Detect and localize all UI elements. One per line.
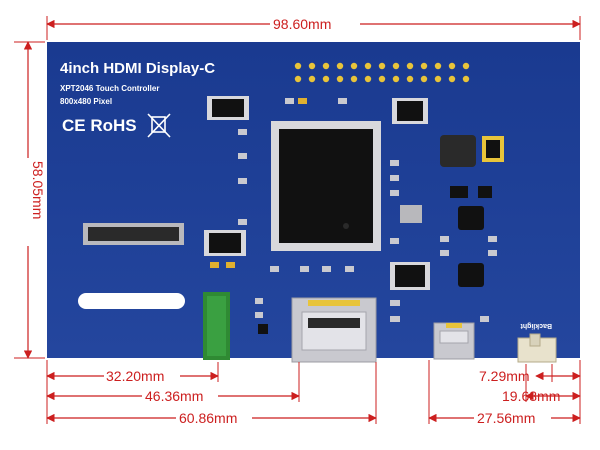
- hdmi-port: [291, 297, 377, 363]
- resolution-label: 800x480 Pixel: [60, 97, 112, 106]
- dimension-height: 58.05mm: [14, 41, 46, 359]
- weee-icon: [147, 113, 171, 138]
- regulator-ic: [486, 140, 500, 158]
- height-label: 58.05mm: [30, 161, 46, 219]
- fpc-connector: [83, 223, 184, 245]
- backlight-switch: [517, 333, 557, 363]
- power-ic: [458, 263, 484, 287]
- board-title: 4inch HDMI Display-C: [60, 60, 215, 77]
- hdmi-offset-label: 46.36mm: [145, 388, 203, 404]
- controller-chip: [271, 121, 381, 251]
- dimension-hdmi-offset: 46.36mm: [46, 388, 300, 404]
- smd-components: [210, 98, 497, 334]
- ic-chip: [207, 96, 249, 120]
- certification-label: CE RoHS: [62, 116, 137, 135]
- dimension-microusb-offset: 19.68mm: [502, 388, 581, 404]
- ic-chip: [204, 230, 246, 256]
- ic-chip: [390, 262, 430, 290]
- microusb-left-label: 27.56mm: [477, 410, 535, 426]
- gpio-header-pads: [294, 62, 470, 83]
- power-ic: [458, 206, 484, 230]
- dimension-usb-offset: 32.20mm: [46, 368, 219, 384]
- touch-slot: [78, 293, 185, 309]
- micro-usb-port: [433, 322, 475, 360]
- inductor: [440, 135, 476, 167]
- backlight-offset-label: 7.29mm: [479, 368, 530, 384]
- backlight-label: Backlight: [520, 322, 552, 329]
- crystal: [400, 205, 422, 223]
- usb-offset-label: 32.20mm: [106, 368, 164, 384]
- touch-controller-label: XPT2046 Touch Controller: [60, 84, 159, 93]
- dimension-backlight-offset: 7.29mm: [479, 368, 581, 384]
- audio-jack: [203, 292, 230, 360]
- microusb-offset-label: 19.68mm: [502, 388, 560, 404]
- hdmi-right-label: 60.86mm: [179, 410, 237, 426]
- width-label: 98.60mm: [273, 16, 331, 32]
- dimension-width: 98.60mm: [46, 16, 581, 40]
- dimension-hdmi-right: 60.86mm: [46, 410, 377, 426]
- dimension-microusb-left: 27.56mm: [428, 410, 581, 426]
- ic-chip: [392, 98, 428, 124]
